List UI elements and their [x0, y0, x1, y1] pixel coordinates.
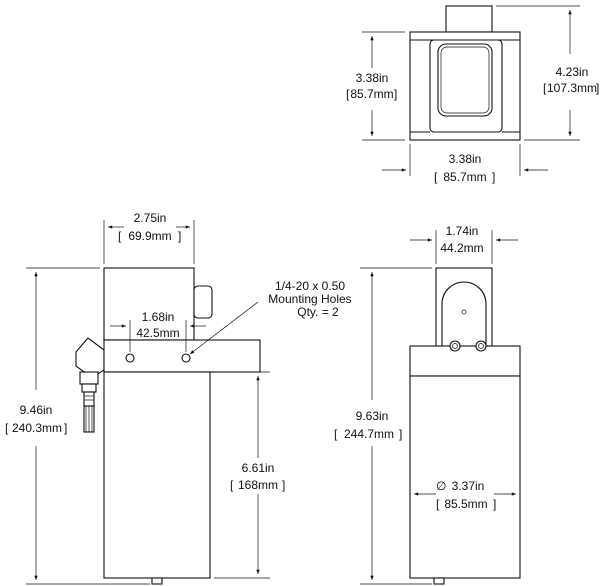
bracket-open: [ [334, 427, 338, 441]
bracket-close: ] [394, 87, 397, 101]
front-body [103, 371, 211, 579]
top-view-window [437, 43, 493, 117]
side-body [409, 375, 521, 579]
front-total-height-mm: 240.3mm [12, 421, 62, 435]
top-view-fitting [445, 5, 493, 33]
bracket-close: ] [492, 170, 495, 184]
bracket-close: ] [282, 478, 285, 492]
holes-callout-line3: Qty. = 2 [297, 305, 339, 319]
top-width-in: 3.38in [449, 152, 482, 166]
bracket-close: ] [178, 229, 181, 243]
bracket-open: [ [436, 497, 440, 511]
side-total-height-mm: 244.7mm [344, 427, 394, 441]
top-height-in: 3.38in [356, 71, 389, 85]
top-total-height-in: 4.23in [556, 65, 589, 79]
side-head-width-mm: 44.2mm [440, 241, 483, 255]
diameter-symbol: ∅ [436, 479, 446, 493]
bracket-open: [ [118, 229, 122, 243]
front-view: 2.75in [ 69.9mm ] 1.68in 42.5mm 1/4-20 x… [5, 211, 352, 585]
hole-spacing-mm: 42.5mm [136, 326, 179, 340]
side-bottom-fitting [433, 577, 445, 585]
side-mounting-plate [409, 345, 521, 377]
side-small-hole [461, 309, 467, 315]
top-total-height-mm: 107.3mm [547, 81, 597, 95]
side-diameter-mm: 85.5mm [444, 497, 487, 511]
side-hole [449, 340, 461, 352]
side-view: 1.74in 44.2mm 9.63in [ 244.7mm ] ∅ 3.37i… [334, 224, 521, 585]
bracket-open: [ [230, 478, 234, 492]
bracket-open: [ [543, 81, 547, 95]
top-view: 3.38in [ 85.7mm ] 4.23in [ 107.3mm ] 3.3… [346, 5, 599, 184]
front-bottom-fitting [151, 577, 163, 585]
bracket-close: ] [596, 81, 599, 95]
mounting-hole [125, 353, 135, 363]
body-height-in: 6.61in [242, 461, 275, 475]
bracket-open: [ [5, 421, 9, 435]
front-head [103, 267, 195, 341]
head-width-in: 2.75in [134, 211, 167, 225]
top-height-mm: 85.7mm [350, 87, 393, 101]
side-diameter-in: 3.37in [452, 479, 485, 493]
bracket-close: ] [399, 427, 402, 441]
side-hole [475, 340, 487, 352]
side-total-height-in: 9.63in [356, 409, 389, 423]
mounting-hole [181, 353, 191, 363]
connector [75, 337, 105, 433]
bracket-open: [ [434, 170, 438, 184]
head-width-mm: 69.9mm [128, 229, 171, 243]
top-width-mm: 85.7mm [443, 170, 486, 184]
hole-spacing-in: 1.68in [142, 310, 175, 324]
side-head-width-in: 1.74in [446, 224, 479, 238]
front-side-port [193, 285, 213, 319]
front-total-height-in: 9.46in [20, 403, 53, 417]
holes-callout-line1: 1/4-20 x 0.50 [275, 279, 345, 293]
bracket-close: ] [64, 421, 67, 435]
body-height-mm: 168mm [238, 478, 278, 492]
holes-callout-line2: Mounting Holes [268, 292, 351, 306]
bracket-open: [ [346, 87, 350, 101]
bracket-close: ] [493, 497, 496, 511]
